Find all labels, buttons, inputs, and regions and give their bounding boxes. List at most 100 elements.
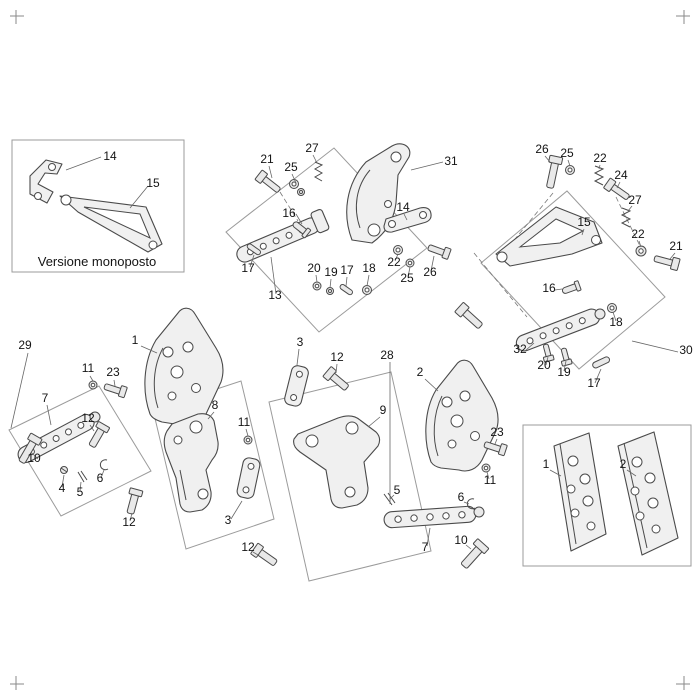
bolt-23b bbox=[483, 441, 508, 457]
callout-27r: 27 bbox=[628, 193, 642, 207]
washer-11c bbox=[243, 435, 253, 445]
spring-27 bbox=[313, 161, 324, 182]
bolt-10b bbox=[460, 538, 490, 569]
bolt-24 bbox=[603, 177, 630, 200]
washer-19 bbox=[326, 287, 334, 295]
callout-17r: 17 bbox=[587, 376, 601, 390]
callout-12b: 12 bbox=[122, 515, 136, 529]
callout-13: 13 bbox=[268, 288, 282, 302]
callout-24: 24 bbox=[614, 168, 628, 182]
part-14-arm bbox=[383, 207, 432, 233]
washer-18-right bbox=[607, 303, 617, 313]
callout-12d: 12 bbox=[330, 350, 344, 364]
callout-23b: 23 bbox=[490, 425, 504, 439]
part-2-heel-guard bbox=[425, 359, 499, 472]
callout-15: 15 bbox=[146, 176, 160, 190]
callout-22: 22 bbox=[387, 255, 401, 269]
callout-7a: 7 bbox=[42, 391, 49, 405]
callout-18: 18 bbox=[362, 261, 376, 275]
callout-26: 26 bbox=[423, 265, 437, 279]
bolt-12a bbox=[88, 421, 110, 448]
callout-31: 31 bbox=[444, 154, 458, 168]
footplate-1 bbox=[553, 432, 607, 552]
bolt-10a bbox=[18, 432, 43, 464]
washer-20 bbox=[312, 281, 322, 291]
screw-20-right bbox=[542, 343, 555, 363]
spring-22-right bbox=[593, 165, 605, 186]
pin-17-right bbox=[339, 284, 353, 296]
washer-11d bbox=[481, 463, 491, 473]
callout-14: 14 bbox=[103, 149, 117, 163]
callout-19r: 19 bbox=[557, 365, 571, 379]
callout-plate-1: 1 bbox=[543, 457, 550, 471]
callout-5b: 5 bbox=[394, 483, 401, 497]
inset-monoposto-box bbox=[11, 139, 185, 273]
bolt-12d bbox=[322, 366, 349, 391]
part-8-bracket bbox=[163, 413, 219, 513]
callout-26r: 26 bbox=[535, 142, 549, 156]
callout-14b: 14 bbox=[396, 200, 410, 214]
callout-8: 8 bbox=[212, 398, 219, 412]
callout-19: 19 bbox=[324, 265, 338, 279]
callout-29: 29 bbox=[18, 338, 32, 352]
callout-7b: 7 bbox=[422, 540, 429, 554]
part-32-pivot bbox=[594, 308, 606, 320]
callout-1: 1 bbox=[132, 333, 139, 347]
callout-17: 17 bbox=[241, 261, 255, 275]
callout-10b: 10 bbox=[454, 533, 468, 547]
screw-4 bbox=[60, 466, 68, 474]
callout-25b: 25 bbox=[400, 271, 414, 285]
callout-27: 27 bbox=[305, 141, 319, 155]
callout-20r: 20 bbox=[537, 358, 551, 372]
crop-marks bbox=[10, 10, 690, 690]
callout-9: 9 bbox=[380, 403, 387, 417]
part-1-heel-guard bbox=[144, 307, 224, 427]
pin-16-right bbox=[561, 280, 582, 294]
callout-4: 4 bbox=[59, 481, 66, 495]
callout-3b: 3 bbox=[225, 513, 232, 527]
part-7-footpeg-bottom bbox=[383, 505, 477, 529]
washer-11a bbox=[88, 380, 98, 390]
callout-10a: 10 bbox=[27, 451, 41, 465]
part-9-bracket bbox=[293, 415, 381, 509]
callout-17b: 17 bbox=[340, 263, 354, 277]
callout-23a: 23 bbox=[106, 365, 120, 379]
callout-21r: 21 bbox=[669, 239, 683, 253]
clip-6b bbox=[466, 498, 476, 510]
callout-2: 2 bbox=[417, 365, 424, 379]
frame-bracket-9 bbox=[268, 371, 432, 582]
pin-16 bbox=[292, 221, 312, 239]
callout-20: 20 bbox=[307, 261, 321, 275]
part-14-lever-inset bbox=[29, 159, 63, 204]
part-3-plate-upper bbox=[284, 365, 309, 407]
callout-plate-2: 2 bbox=[620, 457, 627, 471]
bolt-23a bbox=[103, 383, 128, 399]
bolt-12c bbox=[250, 542, 278, 566]
screw-19-right bbox=[560, 347, 573, 367]
callout-16r: 16 bbox=[542, 281, 556, 295]
washer-22b-right bbox=[635, 245, 647, 257]
callout-11a: 11 bbox=[82, 361, 95, 375]
inset-caption: Versione monoposto bbox=[38, 254, 157, 269]
bolt-26-right bbox=[546, 154, 564, 189]
bolt-21 bbox=[254, 169, 281, 193]
callout-22r: 22 bbox=[593, 151, 607, 165]
footplate-2 bbox=[617, 431, 679, 556]
part-3-plate-lower bbox=[236, 457, 261, 499]
part-15-bracket-right bbox=[495, 206, 603, 267]
pin-17-left bbox=[246, 243, 261, 256]
frame-center-assembly bbox=[225, 147, 428, 333]
washer-22 bbox=[393, 245, 403, 255]
callout-21: 21 bbox=[260, 152, 274, 166]
spring-27-right bbox=[620, 207, 632, 228]
part-32-footpeg bbox=[515, 308, 601, 352]
washers-25 bbox=[289, 179, 305, 196]
footplates-box bbox=[522, 424, 692, 567]
callout-30: 30 bbox=[679, 343, 693, 357]
washer-25b bbox=[405, 258, 415, 268]
callout-6a: 6 bbox=[97, 471, 104, 485]
bolt-12b bbox=[126, 487, 144, 515]
callout-11c: 11 bbox=[238, 415, 251, 429]
callout-12a: 12 bbox=[81, 411, 95, 425]
